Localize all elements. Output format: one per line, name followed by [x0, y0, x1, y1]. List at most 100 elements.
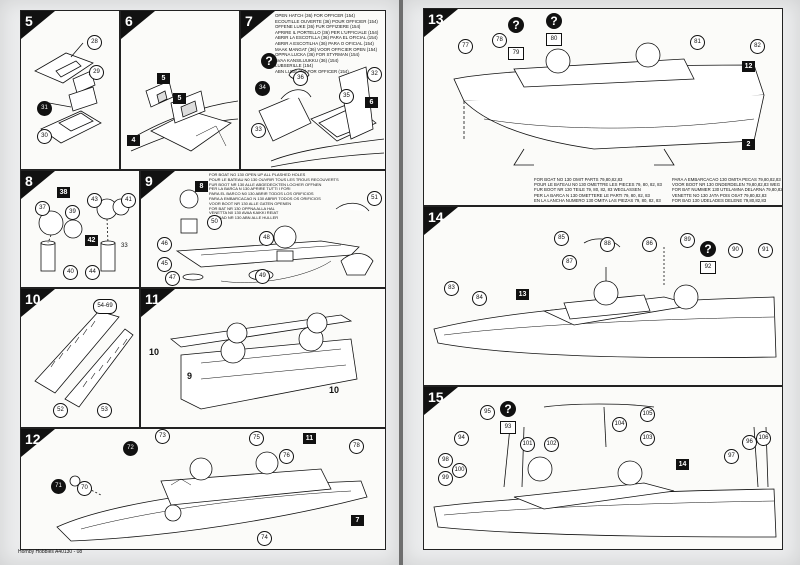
left-page: 5 28 29 31 30 6 5 5 4: [0, 0, 399, 565]
callout-33: 33: [251, 123, 266, 138]
step-6-tab: 6: [121, 11, 155, 39]
callout-43: 43: [87, 193, 102, 208]
callout-28: 28: [87, 35, 102, 50]
ref-step-11: 11: [303, 433, 316, 444]
callout-40: 40: [63, 265, 78, 280]
ref-step-10b: 10: [329, 385, 340, 395]
step-9-notes: FOR BOAT NO 130 OPEN UP ALL PLASHED HOLE…: [209, 172, 339, 221]
callout-31: 31: [37, 101, 52, 116]
question-icon-93: ?: [500, 401, 516, 417]
step-9-number: 9: [145, 173, 153, 189]
callout-77: 77: [458, 39, 473, 54]
step-6-panel: 6 5 5 4: [120, 10, 240, 170]
callout-34: 34: [255, 81, 270, 96]
callout-46: 46: [157, 237, 172, 252]
step-15-panel: 15 95 ? 93 94 101 102 103 104 105 98 99 …: [423, 386, 783, 550]
callout-91: 91: [758, 243, 773, 258]
callout-45: 45: [157, 257, 172, 272]
step-7-panel: 7 OPEN HATCH (36) FOR OFFICER (154) ECOU…: [240, 10, 386, 170]
question-icon-92: ?: [700, 241, 716, 257]
step-11-panel: 11 10 9 10: [140, 288, 386, 428]
ref-step-7: 7: [351, 515, 364, 526]
callout-105: 105: [640, 407, 655, 422]
callout-95: 95: [480, 405, 495, 420]
callout-98: 98: [438, 453, 453, 468]
callout-48: 48: [259, 231, 274, 246]
callout-52: 52: [53, 403, 68, 418]
step-8-number: 8: [25, 173, 33, 189]
callout-54-69: 54-69: [93, 299, 117, 314]
step-7-notes: OPEN HATCH (36) FOR OFFICER (154) ECOUTI…: [275, 13, 379, 74]
question-icon-80: ?: [546, 13, 562, 29]
step-15-drawing: [433, 403, 777, 538]
callout-70: 70: [77, 481, 92, 496]
callout-85: 85: [554, 231, 569, 246]
callout-73: 73: [155, 429, 170, 444]
callout-78: 78: [492, 33, 507, 48]
callout-41: 41: [121, 193, 136, 208]
callout-96: 96: [742, 435, 757, 450]
step-15-number: 15: [428, 389, 444, 405]
step-8-tab: 8: [21, 171, 55, 199]
step-7-tab: 7: [241, 11, 275, 39]
step-8-drawing: [38, 198, 130, 272]
callout-72: 72: [123, 441, 138, 456]
callout-86: 86: [642, 237, 657, 252]
ref-part-5b: 5: [173, 93, 186, 104]
step-7-number: 7: [245, 13, 253, 29]
callout-74: 74: [257, 531, 272, 546]
step-9-panel: 9 FOR BOAT NO 130 OPEN UP ALL PLASHED HO…: [140, 170, 386, 288]
step-14-tab: 14: [424, 207, 458, 235]
callout-94: 94: [454, 431, 469, 446]
ref-step-6: 6: [365, 97, 378, 108]
step-6-drawing: [130, 80, 239, 152]
step-10-panel: 10 54-69 52 53: [20, 288, 140, 428]
step-12-drawing: [54, 451, 368, 542]
step-12-tab: 12: [21, 429, 55, 457]
step-5-panel: 5 28 29 31 30: [20, 10, 120, 170]
footer-text: Hornby Hobbies A40130 - 08: [18, 549, 83, 555]
callout-102: 102: [544, 437, 559, 452]
step-13-notes-right: PARA A EMBARCACAO 130 OMITA PECAS 79,80,…: [672, 177, 783, 203]
callout-44: 44: [85, 265, 100, 280]
step-5-number: 5: [25, 13, 33, 29]
step-13-notes-left: FOR BOAT NO 130 OMIT PARTS 79,80,82,83 P…: [534, 177, 662, 203]
step-10-drawing: [34, 310, 134, 408]
callout-50: 50: [207, 215, 222, 230]
ref-step-12: 12: [742, 61, 755, 72]
step-12-number: 12: [25, 431, 41, 447]
callout-101: 101: [520, 437, 535, 452]
ref-step-14: 14: [676, 459, 689, 470]
callout-76: 76: [279, 449, 294, 464]
callout-82: 82: [750, 39, 765, 54]
step-5-tab: 5: [21, 11, 55, 39]
ref-step-9: 9: [187, 371, 193, 381]
step-11-number: 11: [145, 291, 160, 307]
callout-51: 51: [367, 191, 382, 206]
callout-88: 88: [600, 237, 615, 252]
callout-35: 35: [339, 89, 354, 104]
callout-99: 99: [438, 471, 453, 486]
step-7-drawing: [258, 66, 385, 168]
step-13-drawing: [453, 42, 765, 166]
label-33: 33: [121, 243, 128, 249]
callout-71: 71: [51, 479, 66, 494]
step-14-number: 14: [428, 209, 444, 225]
callout-103: 103: [640, 431, 655, 446]
ref-step-2: 2: [742, 139, 755, 150]
callout-84: 84: [472, 291, 487, 306]
step-11-drawing: [170, 312, 358, 410]
step-6-number: 6: [125, 13, 133, 29]
ref-step-13: 13: [516, 289, 529, 300]
callout-100: 100: [452, 463, 467, 478]
callout-49: 49: [255, 269, 270, 284]
callout-53: 53: [97, 403, 112, 418]
step-14-drawing: [433, 238, 777, 359]
callout-97: 97: [724, 449, 739, 464]
step-14-panel: 14 85 88 86 87 89 ? 92 90 91 83 84 13: [423, 206, 783, 386]
callout-87: 87: [562, 255, 577, 270]
step-13-tab: 13: [424, 9, 458, 37]
callout-80: 80: [546, 33, 562, 46]
step-13-panel: 13 ? ? 77 78 79 80 81 82 12 2 FOR BOAT N…: [423, 8, 783, 206]
callout-75: 75: [249, 431, 264, 446]
